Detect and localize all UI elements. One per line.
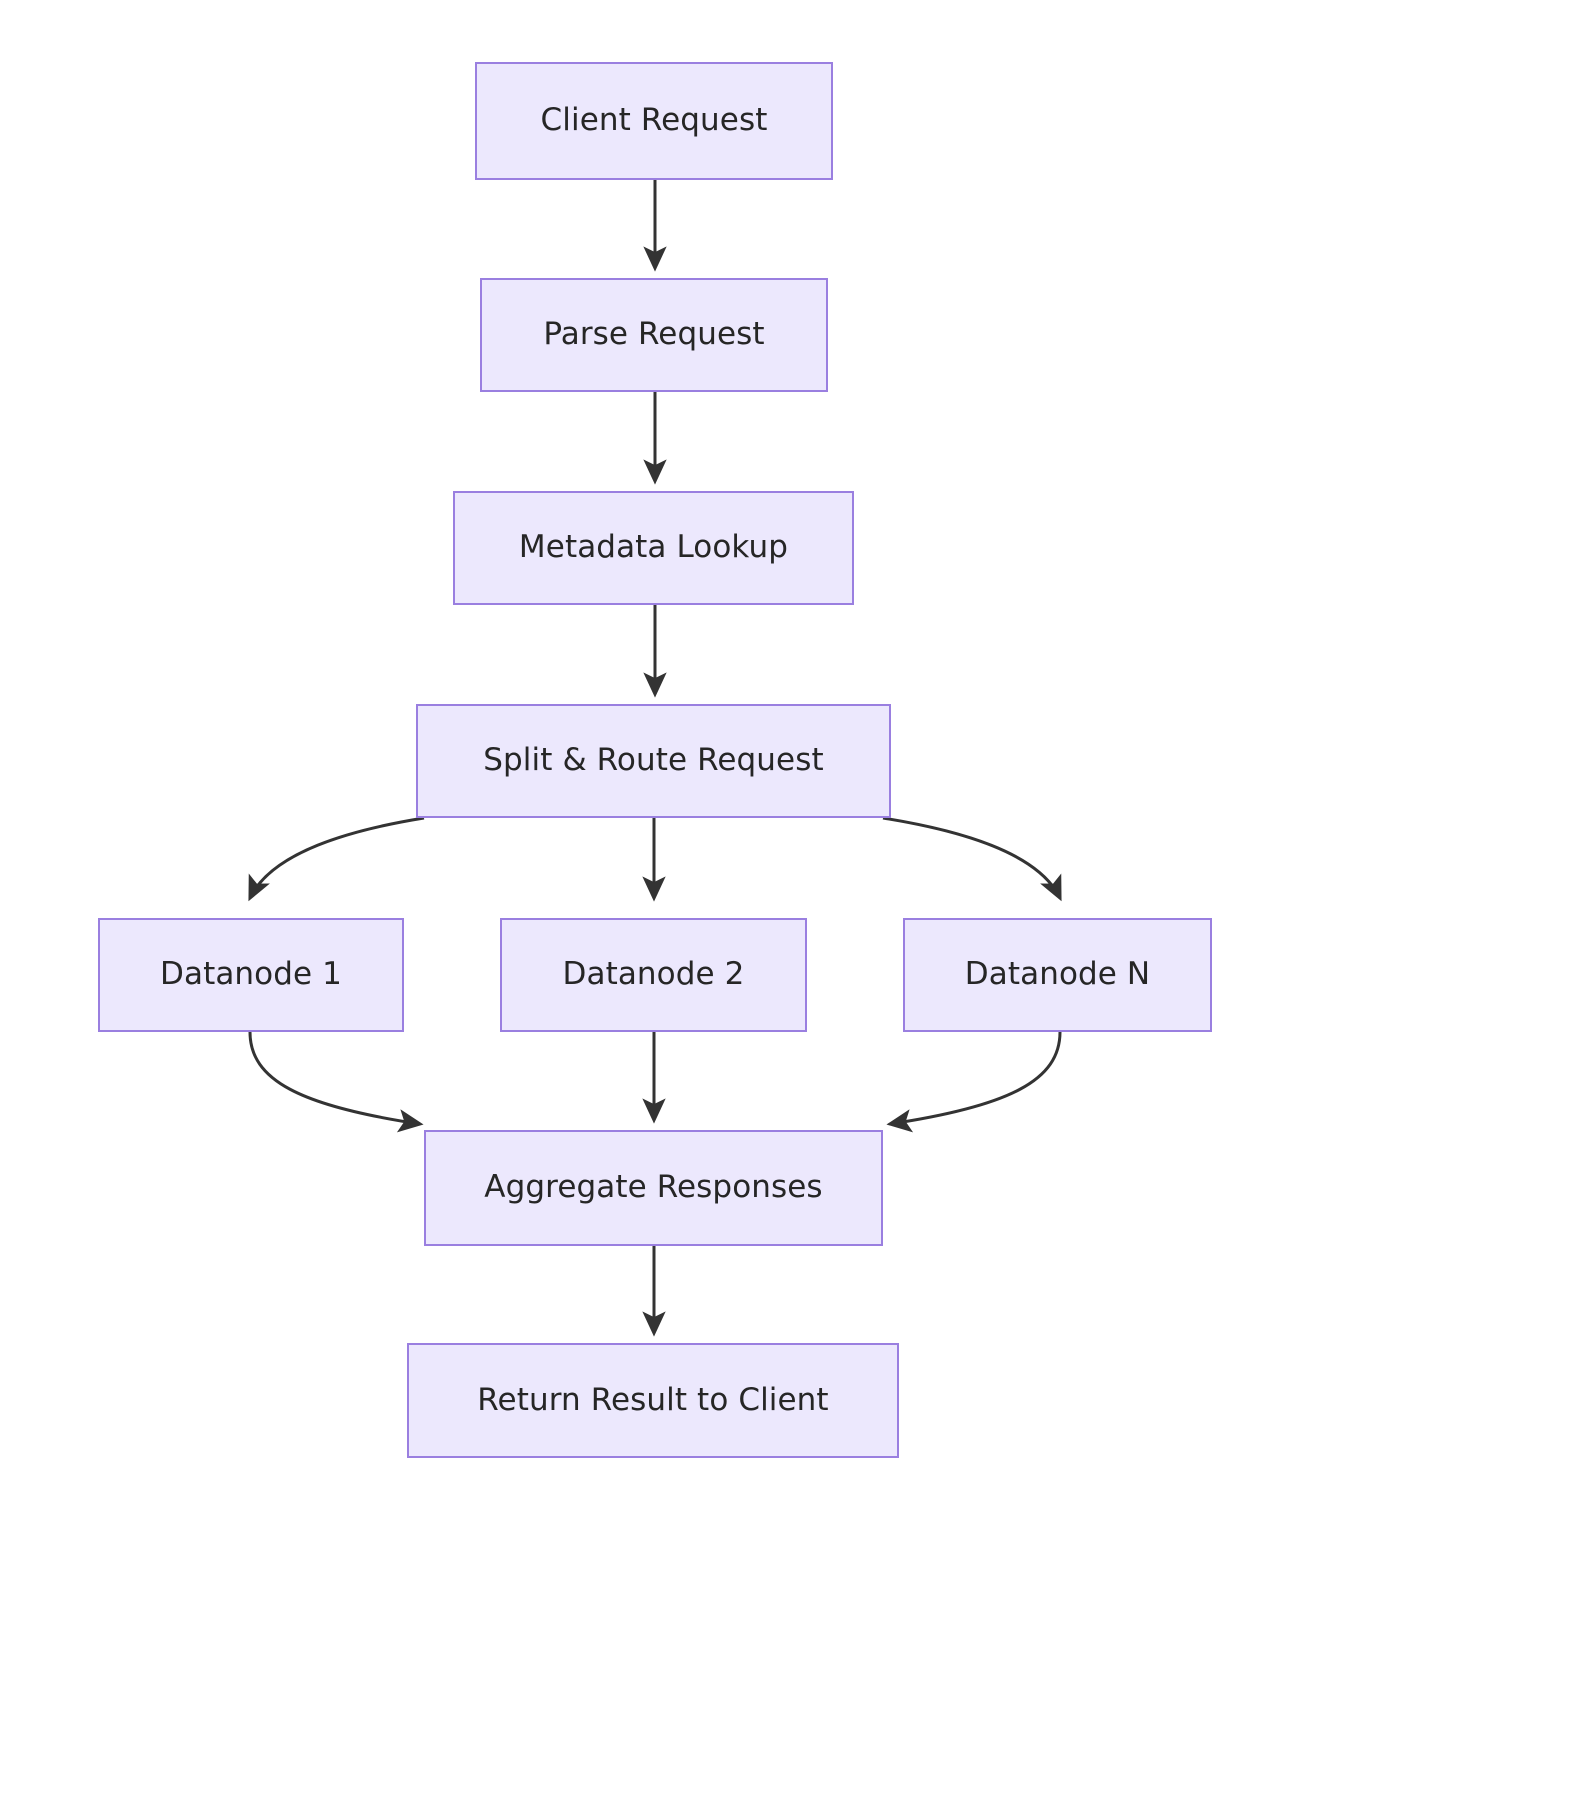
edge-datanode-n-to-aggregate bbox=[886, 1031, 1062, 1133]
node-aggregate-responses[interactable]: Aggregate Responses bbox=[424, 1130, 883, 1246]
edge-split-route-to-datanode-n bbox=[882, 816, 1062, 902]
node-metadata-lookup[interactable]: Metadata Lookup bbox=[453, 491, 854, 605]
node-label-datanode-2: Datanode 2 bbox=[562, 956, 745, 993]
node-datanode-2[interactable]: Datanode 2 bbox=[500, 918, 807, 1032]
node-label-datanode-1: Datanode 1 bbox=[160, 956, 342, 993]
node-label-split-route-request: Split & Route Request bbox=[483, 742, 824, 779]
node-label-client-request: Client Request bbox=[540, 102, 768, 139]
node-datanode-1[interactable]: Datanode 1 bbox=[98, 918, 404, 1032]
edge-split-route-to-datanode-1 bbox=[248, 816, 425, 902]
node-label-parse-request: Parse Request bbox=[543, 316, 765, 353]
node-label-datanode-n: Datanode N bbox=[964, 956, 1151, 993]
node-label-aggregate-responses: Aggregate Responses bbox=[484, 1169, 823, 1206]
node-client-request[interactable]: Client Request bbox=[475, 62, 833, 180]
edge-datanode-1-to-aggregate bbox=[248, 1031, 424, 1133]
node-return-result-to-client[interactable]: Return Result to Client bbox=[407, 1343, 899, 1458]
node-label-return-result-to-client: Return Result to Client bbox=[477, 1381, 829, 1418]
node-label-metadata-lookup: Metadata Lookup bbox=[518, 529, 789, 566]
node-parse-request[interactable]: Parse Request bbox=[480, 278, 828, 392]
node-datanode-n[interactable]: Datanode N bbox=[903, 918, 1212, 1032]
node-split-route-request[interactable]: Split & Route Request bbox=[416, 704, 891, 818]
